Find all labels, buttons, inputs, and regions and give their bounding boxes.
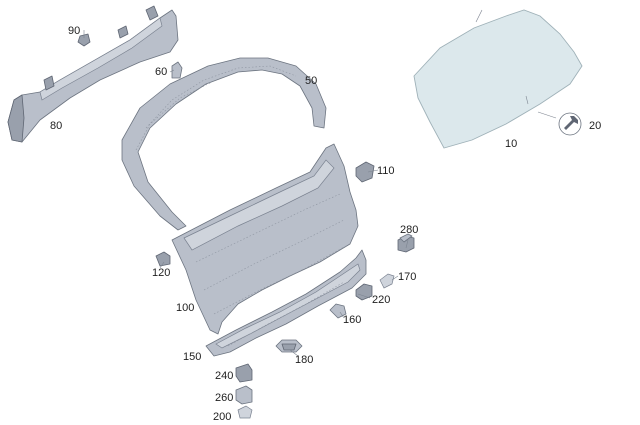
label-180: 180 [295,354,313,366]
leader-lines [83,30,409,357]
part-number-labels: 10 20 50 60 80 90 100 110 120 150 160 17… [50,25,601,423]
part-280-motor[interactable] [397,233,415,253]
part-110-fastener[interactable] [355,161,375,183]
label-60: 60 [155,66,167,78]
part-180-handle[interactable] [275,339,303,353]
part-50-window-frame-trim[interactable] [121,57,327,231]
label-110: 110 [377,165,395,177]
label-150: 150 [183,351,201,363]
label-280: 280 [400,224,418,236]
part-150-lower-trim-panel[interactable] [205,249,367,357]
label-90: 90 [68,25,80,37]
label-160: 160 [343,314,361,326]
part-20-wrench-icon [537,111,582,136]
part-220-latch[interactable] [355,283,373,301]
label-170: 170 [398,271,416,283]
part-240-module[interactable] [235,363,253,383]
label-220: 220 [372,294,390,306]
label-80: 80 [50,120,62,132]
part-170-clip[interactable] [379,273,395,289]
label-240: 240 [215,370,233,382]
part-80-trim-strip[interactable] [7,5,179,143]
part-100-tailgate-inner-panel[interactable] [171,143,359,335]
label-120: 120 [152,267,170,279]
part-120-bracket[interactable] [155,251,171,267]
part-60-clip[interactable] [171,61,183,79]
part-90-clip[interactable] [77,33,91,47]
label-20: 20 [589,120,601,132]
label-260: 260 [215,392,233,404]
part-200-clip[interactable] [237,405,253,419]
label-10: 10 [505,138,517,150]
part-260-module[interactable] [235,385,253,405]
label-100: 100 [176,302,194,314]
label-200: 200 [213,411,231,423]
label-50: 50 [305,75,317,87]
part-10-rear-window-glass[interactable] [413,9,583,149]
